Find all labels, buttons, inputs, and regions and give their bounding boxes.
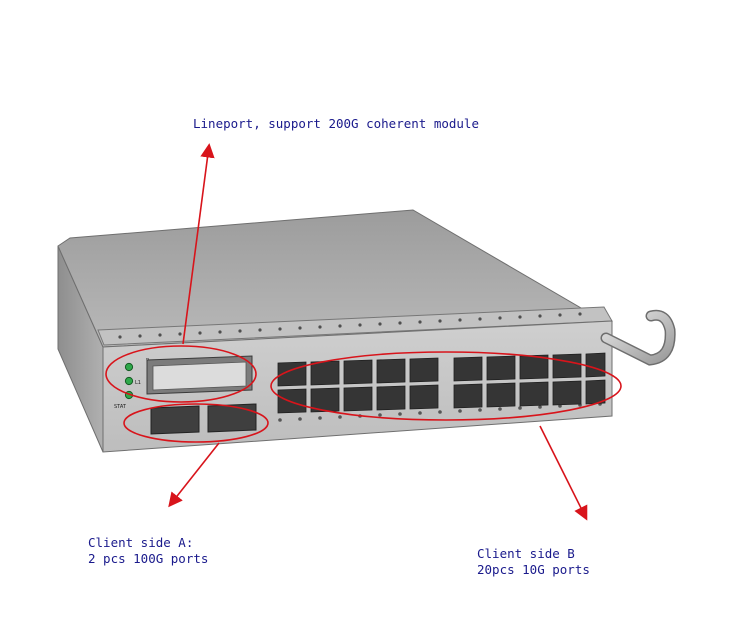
client-a-title: Client side A: — [88, 535, 194, 550]
client-b-title: Client side B — [477, 546, 575, 561]
led-label-stat: STAT — [114, 404, 127, 410]
callout-ellipse-client-b — [270, 351, 622, 421]
client-b-detail: 20pcs 10G ports — [477, 562, 590, 577]
arrow-line-port — [182, 143, 215, 345]
line-port-annotation: Lineport, support 200G coherent module — [193, 116, 479, 131]
vent-holes — [118, 312, 582, 339]
callout-ellipse-client-a — [123, 403, 269, 443]
client-b-annotation: Client side B 20pcs 10G ports — [477, 546, 590, 578]
client-a-annotation: Client side A: 2 pcs 100G ports — [88, 535, 208, 567]
led-p — [124, 362, 134, 372]
led-l1 — [124, 376, 134, 386]
client-a-detail: 2 pcs 100G ports — [88, 551, 209, 566]
callouts — [105, 143, 622, 521]
line-port — [146, 355, 253, 395]
qsfp-port — [150, 405, 200, 435]
arrow-client-b — [539, 425, 588, 521]
led-label-l1: L1 — [135, 380, 141, 386]
client-a-ports — [150, 403, 257, 435]
callout-ellipse-line-port — [105, 345, 257, 403]
handle — [600, 309, 676, 366]
qsfp-port — [207, 403, 257, 433]
client-b-ports — [277, 352, 606, 414]
arrow-client-a — [168, 442, 220, 508]
